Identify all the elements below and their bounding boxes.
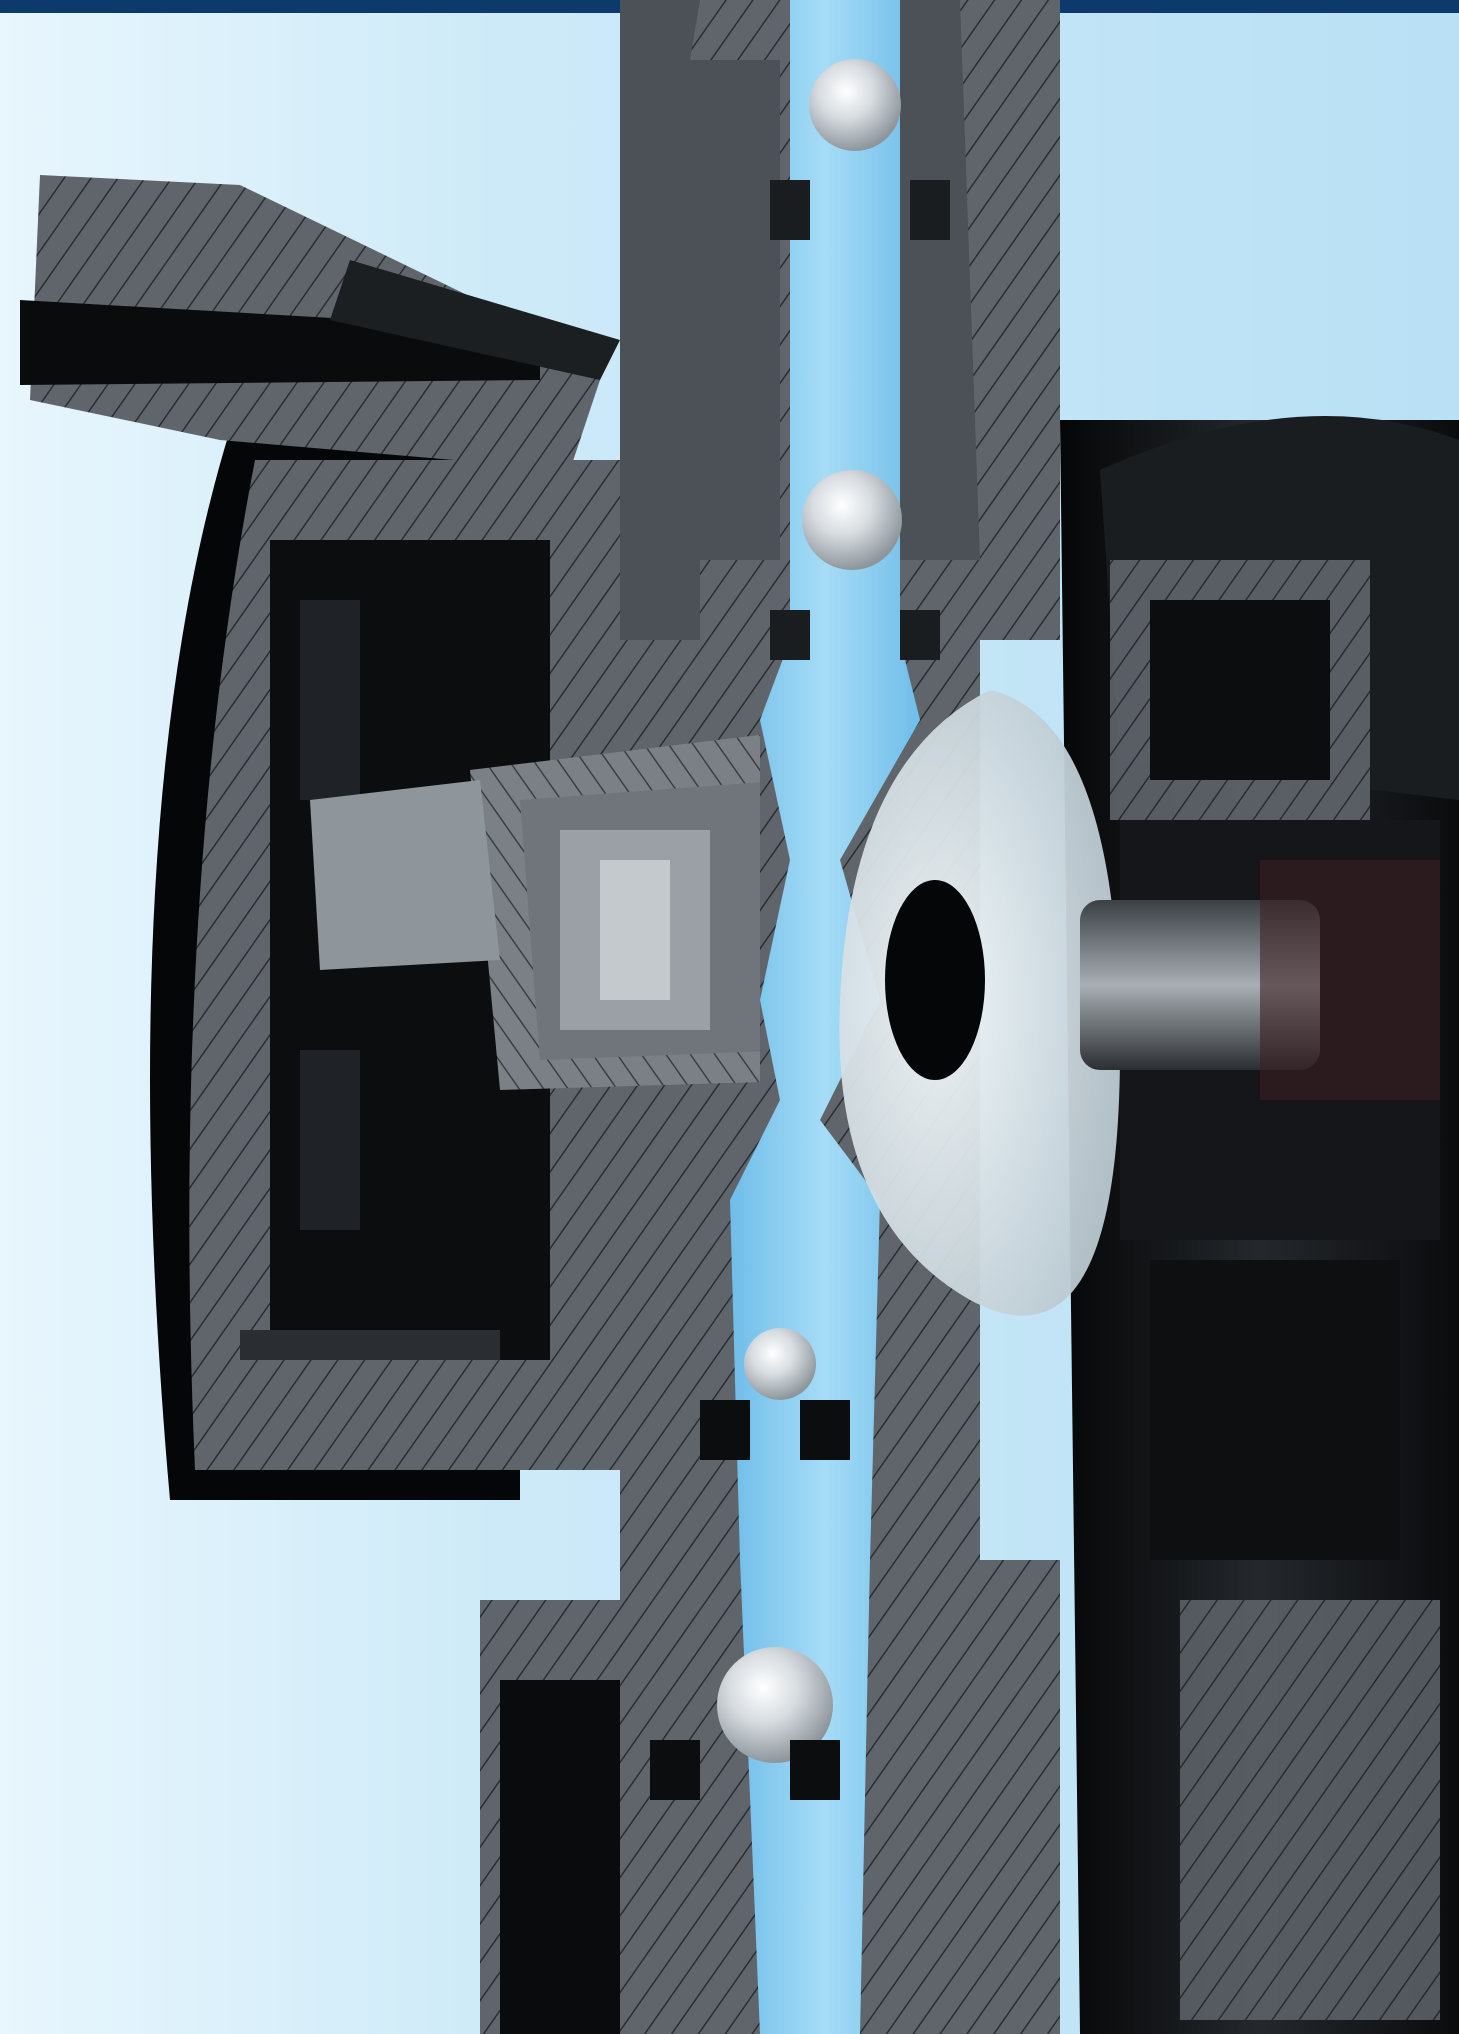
valve-ball-lower [744,1328,816,1400]
motor-housing [1060,416,1459,2034]
check-valve-balls [717,59,902,1763]
side-nozzle [20,175,620,470]
drive-housing [150,430,830,1500]
piston-shaft [1080,860,1440,1100]
valve-ball-upper [802,470,902,570]
valve-seats [650,180,950,1800]
valve-ball-top [809,59,901,151]
diaphragm [839,690,1120,1316]
valve-ball-bottom [717,1647,833,1763]
